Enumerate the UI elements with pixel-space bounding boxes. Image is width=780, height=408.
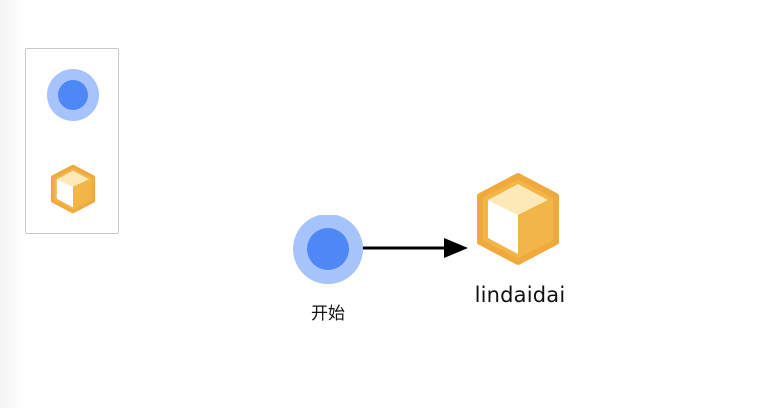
- task-node[interactable]: lindaidai: [455, 170, 585, 310]
- start-event-icon: [47, 69, 99, 121]
- arrow-icon: [444, 238, 468, 258]
- palette-task-node[interactable]: [26, 162, 120, 216]
- start-node[interactable]: 开始: [292, 215, 364, 324]
- palette-start-node[interactable]: [26, 68, 120, 122]
- task-cube-icon: [50, 164, 96, 214]
- node-palette: [25, 48, 119, 234]
- task-node-label: lindaidai: [474, 283, 566, 307]
- edge-start-to-task[interactable]: [360, 236, 468, 260]
- start-event-icon: [293, 215, 363, 284]
- task-cube-icon: [477, 173, 559, 265]
- start-node-label: 开始: [311, 304, 345, 324]
